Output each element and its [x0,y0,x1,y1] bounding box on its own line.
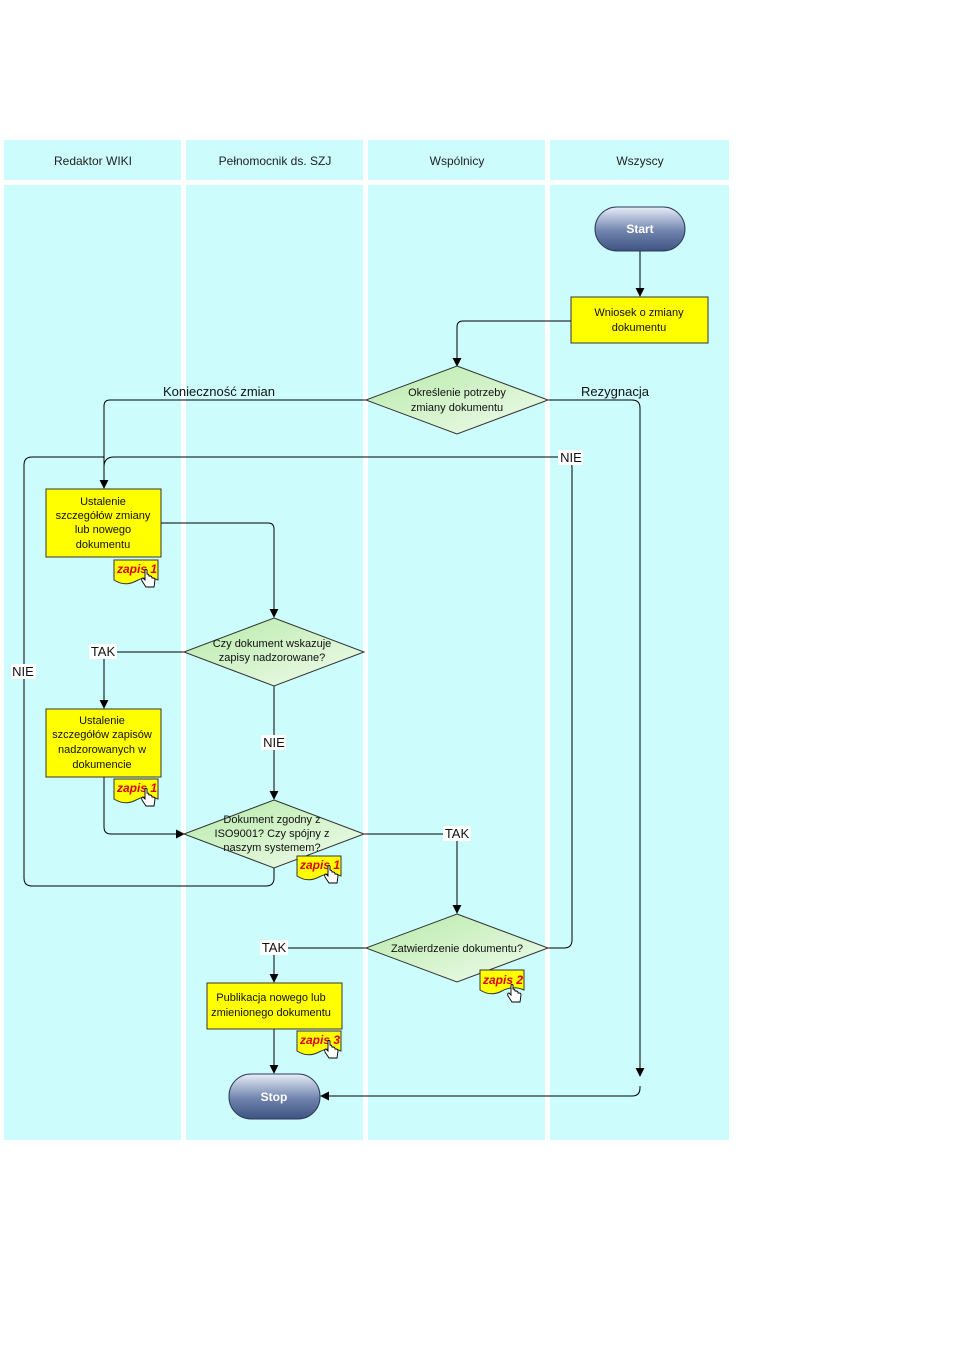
label-nie-zapisy: NIE [263,735,285,750]
label-nie-left: NIE [12,664,34,679]
task-zapisow-line2: szczegółów zapisów [52,729,152,741]
record-zapis1-a[interactable]: zapis 1 [113,559,159,588]
record-zapis1-c-label: zapis 1 [299,858,340,872]
task-wniosek[interactable]: Wniosek o zmiany dokumentu [570,296,709,344]
task-ustalenie-line3: lub nowego [75,524,131,536]
lane-redaktor-header [4,140,181,180]
hand-cursor-icon [507,984,522,1003]
task-zapisow-line4: dokumencie [72,759,131,771]
edge-okreslenie-ustalenie [99,399,366,489]
stop-terminal[interactable]: Stop [228,1073,321,1120]
label-tak-zatw-bg [260,940,288,955]
decision-zatwierdzenie[interactable]: Zatwierdzenie dokumentu? [364,913,550,983]
edge-zapisy-zgodny [103,777,185,839]
edge-wniosek-okreslenie [452,320,571,367]
record-zapis1-c[interactable]: zapis 1 [296,855,342,884]
swimlanes: Redaktor WIKI Pełnomocnik ds. SZJ Wspóln… [4,140,729,1140]
hand-cursor-icon [324,1040,339,1059]
label-tak-zgodny-bg [443,826,471,841]
lane-wspolnicy-header [368,140,545,180]
task-wniosek-line1: Wniosek o zmiany [594,307,684,319]
lane-label-wspolnicy: Wspólnicy [430,154,485,168]
label-nie-left-bg [11,664,36,679]
edge-zgodny-nie-loop [23,456,275,887]
decision-zatwierdzenie-line1: Zatwierdzenie dokumentu? [391,943,523,955]
decision-czy-zapisy-line1: Czy dokument wskazuje [213,638,332,650]
hand-cursor-icon [324,865,339,884]
label-koniecznosc: Konieczność zmian [163,384,275,399]
task-zapisow-line1: Ustalenie [79,715,125,727]
decision-okreslenie-line2: zmiany dokumentu [411,402,503,414]
record-zapis2[interactable]: zapis 2 [479,969,525,1003]
record-zapis2-label: zapis 2 [482,973,523,987]
label-nie-zapisy-bg [261,735,286,750]
task-zapisow-line3: nadzorowanych w [58,744,146,756]
label-tak-zapisy: TAK [91,644,116,659]
label-nie-top: NIE [560,450,582,465]
record-zapis3[interactable]: zapis 3 [296,1030,342,1059]
task-publikacja-line1: Publikacja nowego lub [216,992,325,1004]
decision-zgodny-line3: naszym systemem? [223,842,320,854]
stop-label: Stop [261,1090,288,1104]
decision-zgodny-line2: ISO9001? Czy spójny z [215,828,330,840]
task-publikacja[interactable]: Publikacja nowego lub zmienionego dokume… [206,982,343,1030]
decision-czy-zapisy[interactable]: Czy dokument wskazuje zapisy nadzorowane… [182,617,366,687]
label-tak-zapisy-bg [89,644,117,659]
record-zapis1-b-label: zapis 1 [116,781,157,795]
edge-rezygnacja-stop [320,1086,641,1101]
hand-cursor-icon [141,788,156,807]
edge-okreslenie-stop [548,399,645,1077]
start-label: Start [626,222,653,236]
lane-label-wszyscy: Wszyscy [616,154,663,168]
connectors [23,251,645,1101]
label-tak-zgodny: TAK [445,826,470,841]
task-ustalenie-line4: dokumentu [76,539,130,551]
label-nie-top-bg [558,450,583,465]
lane-pelnomocnik-header [186,140,363,180]
edge-labels: Konieczność zmian Rezygnacja NIE NIE TAK… [11,384,650,955]
record-zapis3-label: zapis 3 [299,1033,340,1047]
task-ustalenie-line1: Ustalenie [80,496,126,508]
decision-czy-zapisy-line2: zapisy nadzorowane? [219,652,325,664]
hand-cursor-icon [141,569,156,588]
task-publikacja-line2: zmienionego dokumentu [211,1007,331,1019]
edge-ustalenie-czy [161,522,279,618]
decision-okreslenie-line1: Określenie potrzeby [408,387,506,399]
decision-zgodny-line1: Dokument zgodny z [223,814,320,826]
lane-label-redaktor: Redaktor WIKI [54,154,132,168]
task-wniosek-line2: dokumentu [612,322,666,334]
decision-okreslenie[interactable]: Określenie potrzeby zmiany dokumentu [364,365,550,435]
label-tak-zatw: TAK [262,940,287,955]
start-terminal[interactable]: Start [594,206,686,252]
lane-wszyscy-header [550,140,729,180]
task-ustalenie-szczegolow[interactable]: Ustalenie szczegółów zmiany lub nowego d… [45,488,162,558]
task-ustalenie-zapisow[interactable]: Ustalenie szczegółów zapisów nadzorowany… [45,708,162,778]
lane-redaktor-body [4,185,181,1140]
record-zapis1-b[interactable]: zapis 1 [113,778,159,807]
record-zapis1-a-label: zapis 1 [116,562,157,576]
label-rezygnacja: Rezygnacja [581,384,650,399]
decision-zgodny[interactable]: Dokument zgodny z ISO9001? Czy spójny z … [182,799,366,869]
lane-label-pelnomocnik: Pełnomocnik ds. SZJ [219,154,332,168]
task-ustalenie-line2: szczegółów zmiany [56,510,151,522]
